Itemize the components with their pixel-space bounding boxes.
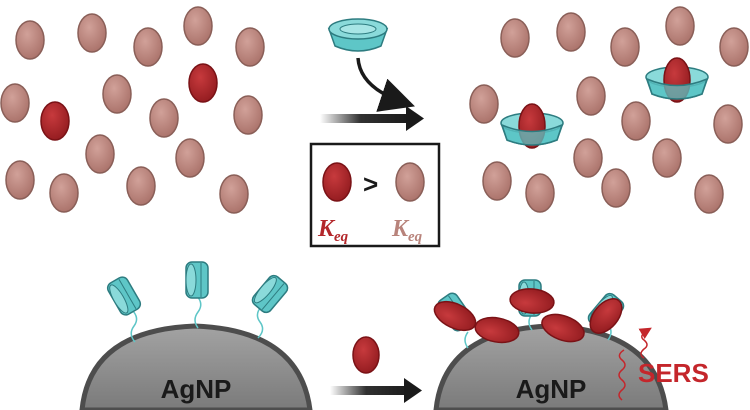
- host-guest-complex: [500, 103, 564, 149]
- reaction-arrow-icon: [406, 106, 424, 131]
- molecule-mixture-before: [0, 6, 265, 214]
- svg-text:Keq: Keq: [391, 216, 423, 245]
- target-molecule-icon: [352, 336, 380, 374]
- background-molecule-icon: [395, 162, 425, 202]
- selectivity-box: > Keq Keq: [309, 142, 441, 248]
- wavy-signal-arrow-icon: [618, 349, 626, 401]
- keq-analyte-subscript: eq: [408, 229, 423, 245]
- macrocycle-host-icon: [185, 261, 209, 299]
- target-molecule-icon: [322, 162, 352, 202]
- reaction-arrow-icon: [404, 378, 422, 403]
- functionalized-nanoparticle: AgNP: [79, 261, 313, 410]
- analyte-addition-step: [330, 336, 422, 403]
- nanoparticle-label: AgNP: [516, 374, 587, 404]
- sers-label: SERS: [638, 358, 709, 388]
- keq-analyte-symbol: K: [391, 216, 410, 242]
- host-addition-step: [320, 18, 424, 131]
- comparison-symbol: >: [363, 169, 378, 199]
- target-molecule-icon: [40, 101, 70, 141]
- host-guest-complex: [645, 57, 709, 103]
- nanoparticle-label: AgNP: [161, 374, 232, 404]
- svg-text:Keq: Keq: [317, 216, 349, 245]
- molecule-mixture-after: [469, 6, 749, 214]
- target-molecule-icon: [188, 63, 218, 103]
- macrocycle-host-icon: [249, 272, 291, 316]
- macrocycle-host-icon: [328, 18, 388, 52]
- nanoparticle-with-captured-targets: AgNP SERS: [433, 279, 709, 410]
- keq-target-symbol: K: [317, 216, 336, 242]
- keq-target-subscript: eq: [334, 229, 349, 245]
- macrocycle-host-icon: [104, 274, 144, 318]
